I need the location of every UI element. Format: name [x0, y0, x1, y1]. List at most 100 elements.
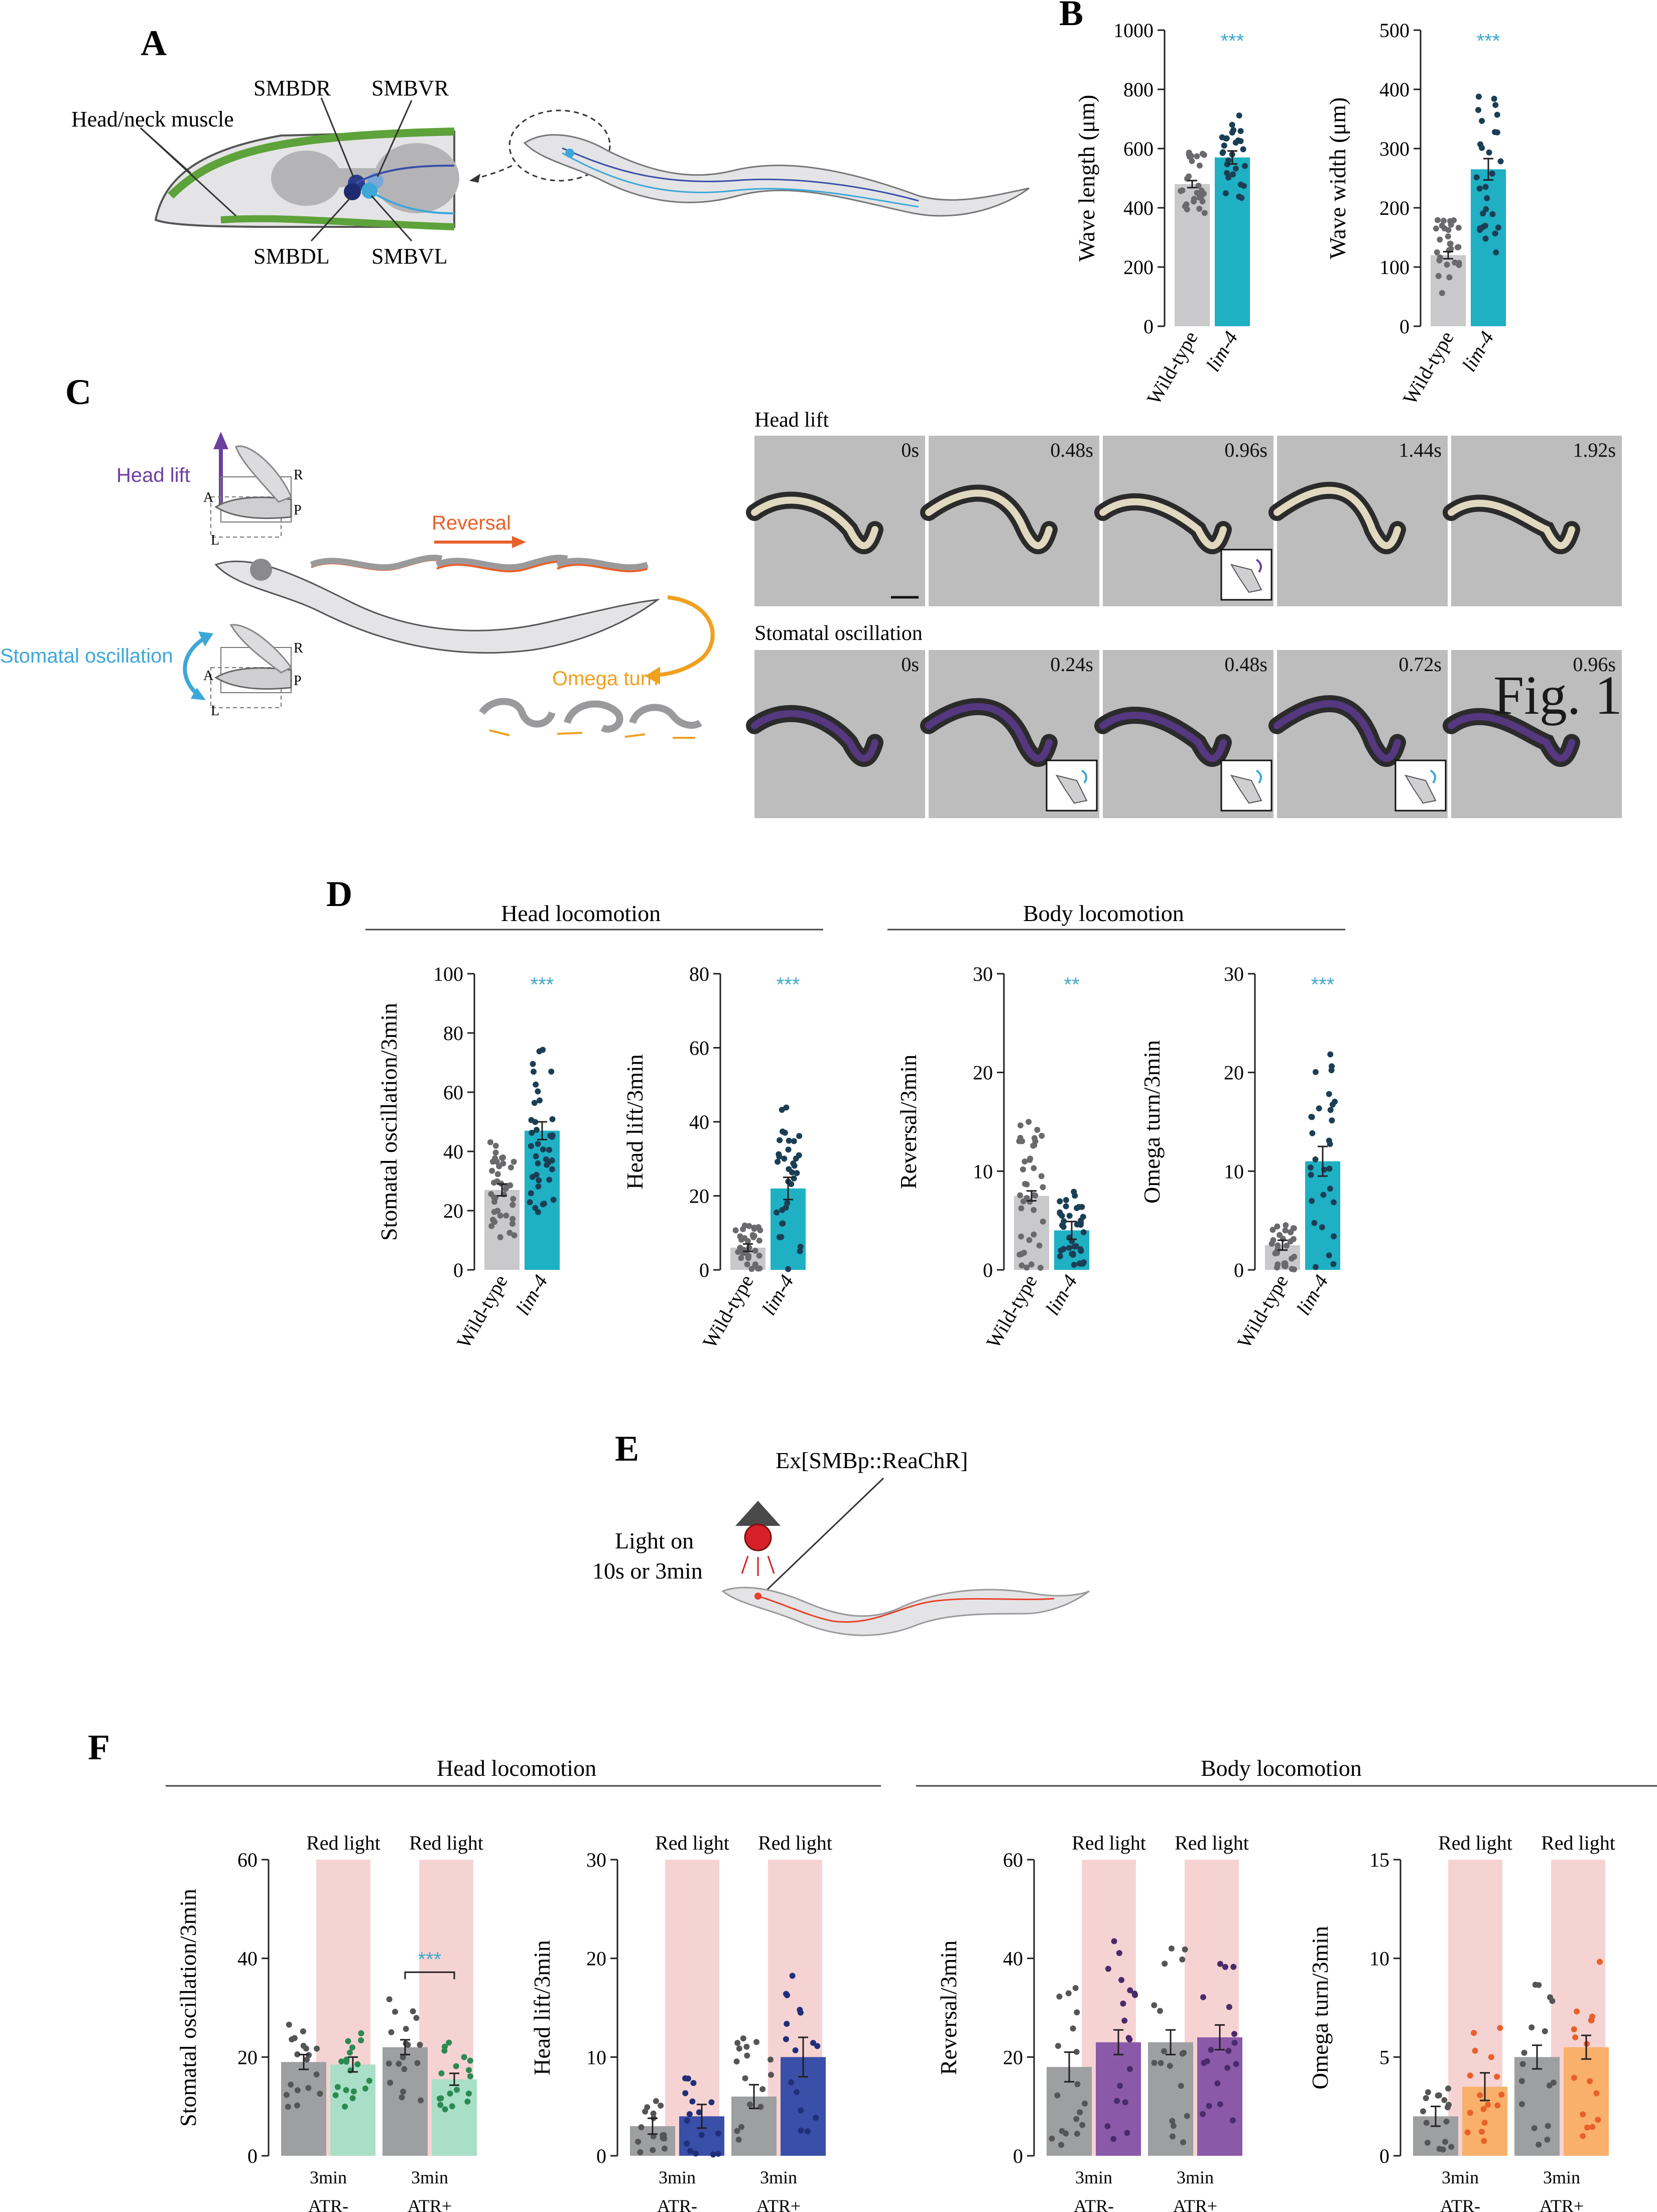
- data-point: [1327, 1186, 1333, 1192]
- data-point: [1464, 2129, 1471, 2136]
- data-point: [300, 2028, 306, 2035]
- worm-image-highlight: [751, 710, 878, 762]
- data-point: [1480, 224, 1486, 230]
- data-point: [1017, 1122, 1024, 1129]
- data-point: [791, 1175, 797, 1182]
- data-point: [1071, 1243, 1078, 1250]
- x-tick-label: lim-4: [757, 1271, 798, 1319]
- data-point: [1080, 1229, 1087, 1235]
- data-point: [413, 2015, 420, 2021]
- y-tick-label: 20: [973, 1062, 993, 1084]
- data-point: [488, 1223, 495, 1229]
- data-point: [400, 2089, 407, 2095]
- data-point: [1072, 1193, 1078, 1199]
- data-point: [1224, 161, 1230, 168]
- muscle-dorsal: [168, 127, 455, 199]
- data-point: [1058, 1247, 1064, 1254]
- y-tick-label: 10: [1369, 1947, 1389, 1970]
- x-condition-label: ATR+: [408, 2196, 452, 2212]
- label-omega-turn: Omega turn: [552, 668, 658, 690]
- data-point: [1026, 1237, 1033, 1243]
- significance-stars: ***: [777, 974, 800, 996]
- data-point: [1587, 2078, 1593, 2085]
- data-point: [509, 1216, 516, 1222]
- data-point: [781, 1155, 788, 1162]
- red-light-label: Red light: [306, 1832, 380, 1854]
- data-point: [1118, 1977, 1125, 1983]
- data-point: [1161, 2048, 1167, 2054]
- row-title-stomatal: Stomatal oscillation: [754, 622, 923, 645]
- data-point: [734, 2040, 741, 2046]
- data-point: [1482, 184, 1489, 190]
- data-point: [362, 2085, 368, 2092]
- data-point: [780, 1128, 786, 1135]
- y-tick-label: 80: [443, 1022, 463, 1045]
- data-point: [1309, 1130, 1316, 1136]
- data-point: [388, 2029, 395, 2035]
- data-point: [1040, 1184, 1046, 1191]
- data-point: [313, 2071, 320, 2077]
- data-point: [1079, 1204, 1085, 1210]
- y-tick-label: 1000: [1113, 19, 1154, 42]
- data-point: [1486, 149, 1492, 156]
- data-point: [294, 2051, 301, 2057]
- data-point: [1312, 1264, 1319, 1270]
- data-point: [1184, 2113, 1190, 2119]
- data-point: [1283, 1222, 1289, 1228]
- data-point: [535, 1088, 541, 1095]
- data-point: [779, 1207, 786, 1213]
- pharynx-bulb-2: [374, 143, 459, 213]
- data-point: [738, 1255, 744, 1261]
- data-point: [1079, 2122, 1086, 2128]
- data-point: [1214, 2080, 1221, 2087]
- data-point: [1034, 1126, 1041, 1133]
- y-tick-label: 30: [973, 963, 993, 985]
- y-tick-label: 5: [1379, 2046, 1389, 2068]
- omega-curved-arrow: [652, 595, 715, 677]
- data-point: [1158, 2060, 1164, 2066]
- y-tick-label: 0: [1013, 2145, 1023, 2167]
- data-point: [366, 2077, 372, 2084]
- data-point: [1169, 2133, 1176, 2140]
- label-smbvr: SMBVR: [371, 76, 449, 100]
- data-point: [533, 1081, 539, 1088]
- data-point: [1220, 149, 1226, 156]
- data-point: [1072, 1985, 1079, 1991]
- data-point: [735, 2136, 742, 2143]
- data-point: [1170, 2123, 1177, 2129]
- data-point: [1168, 1945, 1175, 1951]
- y-tick-label: 20: [586, 1947, 606, 1970]
- data-point: [1236, 112, 1242, 119]
- reversal-worm-3-body: [556, 558, 649, 571]
- y-tick-label: 60: [443, 1081, 463, 1104]
- data-point: [742, 2075, 748, 2081]
- data-point: [635, 2139, 642, 2145]
- data-point: [1151, 2059, 1158, 2066]
- f-group-title-body: Body locomotion: [1201, 1755, 1362, 1781]
- data-point: [660, 2132, 666, 2138]
- data-point: [1519, 2061, 1526, 2067]
- data-point: [548, 1068, 555, 1075]
- data-point: [1472, 2047, 1478, 2054]
- bar: [1197, 2037, 1242, 2156]
- data-point: [752, 1262, 758, 1268]
- data-point: [784, 2021, 790, 2027]
- data-point: [489, 1158, 496, 1165]
- panel-a-head-diagram: SMBDR SMBVR Head/neck muscle SMBDL SMBVL: [71, 76, 1030, 269]
- data-point: [1589, 2124, 1596, 2130]
- data-point: [1217, 1961, 1223, 1967]
- stomatal-inset: [1394, 759, 1447, 812]
- data-point: [1521, 2049, 1527, 2056]
- zoom-circle: [508, 109, 611, 182]
- data-point: [1497, 2025, 1503, 2031]
- data-point: [537, 1097, 543, 1104]
- data-point: [1063, 1203, 1069, 1210]
- data-point: [1073, 2116, 1080, 2122]
- data-point: [392, 2009, 399, 2015]
- data-point: [1281, 1260, 1288, 1267]
- data-point: [1476, 185, 1483, 192]
- data-point: [814, 2043, 821, 2049]
- inset-worm-icon: [1055, 774, 1088, 804]
- data-point: [1423, 2095, 1429, 2102]
